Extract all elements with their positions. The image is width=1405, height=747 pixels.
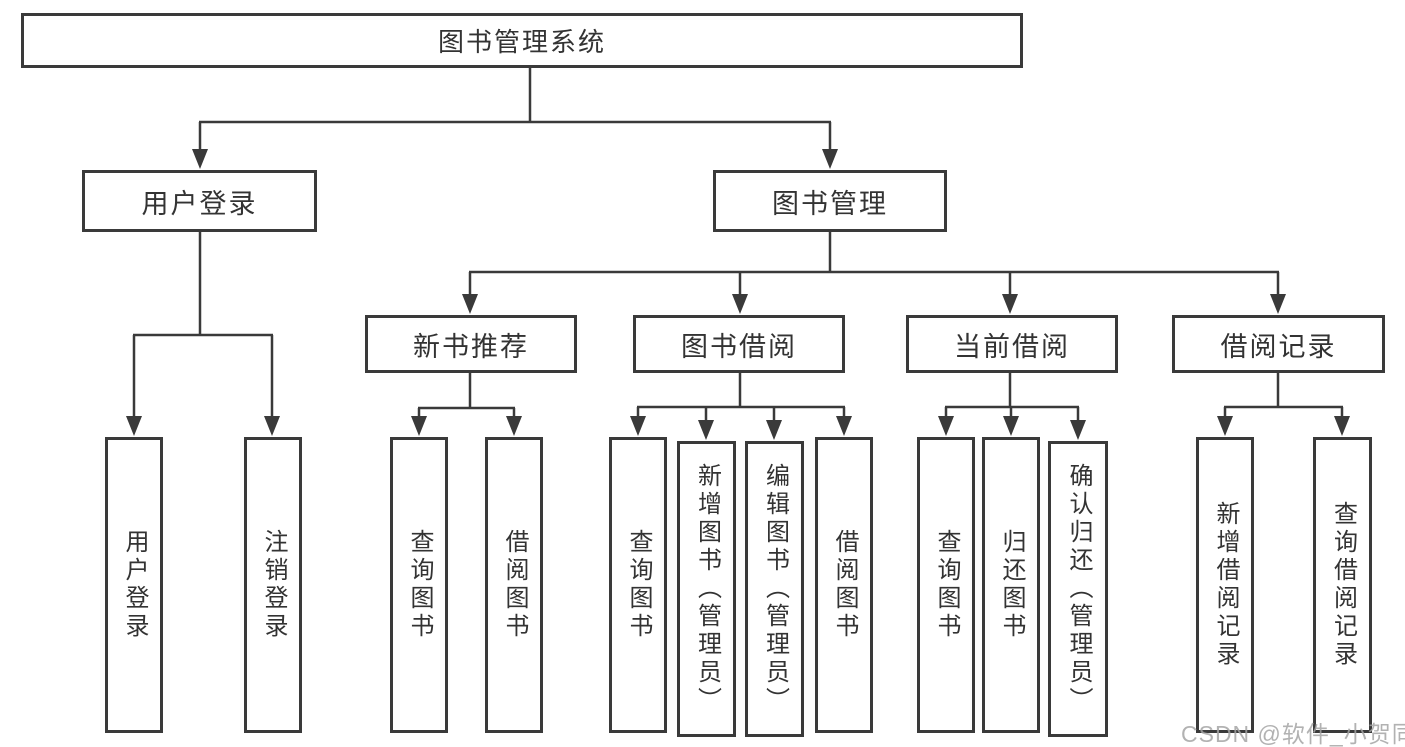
arrowhead-icon bbox=[1270, 294, 1286, 314]
node-book-management: 图书管理 bbox=[713, 170, 947, 232]
leaf-add-books-admin-label: 新增图书（管理员） bbox=[693, 463, 721, 715]
arrowhead-icon bbox=[411, 416, 427, 436]
leaf-borrow-books-1: 借阅图书 bbox=[485, 437, 543, 733]
arrowhead-icon bbox=[1070, 420, 1086, 440]
arrowhead-icon bbox=[822, 149, 838, 169]
arrowhead-icon bbox=[462, 294, 478, 314]
leaf-borrow-books-2-label: 借阅图书 bbox=[831, 529, 858, 641]
connector-book-management bbox=[462, 232, 1286, 314]
leaf-edit-books-admin: 编辑图书（管理员） bbox=[745, 441, 804, 737]
leaf-query-books-1: 查询图书 bbox=[390, 437, 448, 733]
leaf-add-borrow-record: 新增借阅记录 bbox=[1196, 437, 1254, 733]
arrowhead-icon bbox=[192, 149, 208, 169]
leaf-borrow-books-1-label: 借阅图书 bbox=[501, 529, 528, 641]
node-current-borrow-label: 当前借阅 bbox=[954, 331, 1070, 362]
node-book-borrow-label: 图书借阅 bbox=[681, 331, 797, 362]
node-user-login: 用户登录 bbox=[82, 170, 317, 232]
leaf-query-borrow-record: 查询借阅记录 bbox=[1313, 437, 1372, 733]
leaf-add-borrow-record-label: 新增借阅记录 bbox=[1212, 501, 1239, 669]
watermark: CSDN @软件_小贺同学 bbox=[1181, 721, 1405, 747]
node-borrow-records-label: 借阅记录 bbox=[1220, 331, 1337, 362]
arrowhead-icon bbox=[766, 420, 782, 440]
leaf-user-login-label: 用户登录 bbox=[121, 529, 148, 641]
node-new-book-recommend-label: 新书推荐 bbox=[413, 331, 529, 362]
leaf-query-borrow-record-label: 查询借阅记录 bbox=[1329, 501, 1357, 669]
leaf-add-books-admin: 新增图书（管理员） bbox=[677, 441, 736, 737]
node-book-borrow: 图书借阅 bbox=[633, 315, 845, 373]
arrowhead-icon bbox=[1002, 294, 1018, 314]
connector-root bbox=[192, 68, 838, 169]
leaf-logout: 注销登录 bbox=[244, 437, 302, 733]
leaf-query-books-2-label: 查询图书 bbox=[625, 529, 652, 641]
arrowhead-icon bbox=[126, 416, 142, 436]
connector-user-login bbox=[126, 232, 280, 436]
node-borrow-records: 借阅记录 bbox=[1172, 315, 1385, 373]
node-new-book-recommend: 新书推荐 bbox=[365, 315, 577, 373]
arrowhead-icon bbox=[698, 420, 714, 440]
node-current-borrow: 当前借阅 bbox=[906, 315, 1118, 373]
connector-current-borrow bbox=[938, 373, 1086, 440]
leaf-return-books-label: 归还图书 bbox=[998, 529, 1025, 641]
arrowhead-icon bbox=[938, 416, 954, 436]
leaf-borrow-books-2: 借阅图书 bbox=[815, 437, 873, 733]
leaf-logout-label: 注销登录 bbox=[260, 529, 287, 641]
connector-book-borrow bbox=[630, 373, 852, 440]
leaf-return-books: 归还图书 bbox=[982, 437, 1040, 733]
arrowhead-icon bbox=[732, 294, 748, 314]
leaf-edit-books-admin-label: 编辑图书（管理员） bbox=[761, 463, 789, 715]
arrowhead-icon bbox=[630, 416, 646, 436]
arrowhead-icon bbox=[506, 416, 522, 436]
arrowhead-icon bbox=[1003, 416, 1019, 436]
arrowhead-icon bbox=[1217, 416, 1233, 436]
arrowhead-icon bbox=[836, 416, 852, 436]
node-root-label: 图书管理系统 bbox=[437, 27, 606, 57]
arrowhead-icon bbox=[264, 416, 280, 436]
connector-borrow-records bbox=[1217, 373, 1350, 436]
node-user-login-label: 用户登录 bbox=[141, 188, 258, 219]
node-root: 图书管理系统 bbox=[21, 13, 1023, 68]
leaf-confirm-return-admin-label: 确认归还（管理员） bbox=[1065, 463, 1092, 715]
arrowhead-icon bbox=[1334, 416, 1350, 436]
leaf-query-books-1-label: 查询图书 bbox=[406, 529, 433, 641]
leaf-query-books-2: 查询图书 bbox=[609, 437, 667, 733]
node-book-management-label: 图书管理 bbox=[772, 188, 888, 219]
leaf-query-books-3-label: 查询图书 bbox=[933, 529, 960, 641]
leaf-confirm-return-admin: 确认归还（管理员） bbox=[1048, 441, 1108, 737]
connector-new-book-recommend bbox=[411, 373, 522, 436]
leaf-user-login: 用户登录 bbox=[105, 437, 163, 733]
leaf-query-books-3: 查询图书 bbox=[917, 437, 975, 733]
